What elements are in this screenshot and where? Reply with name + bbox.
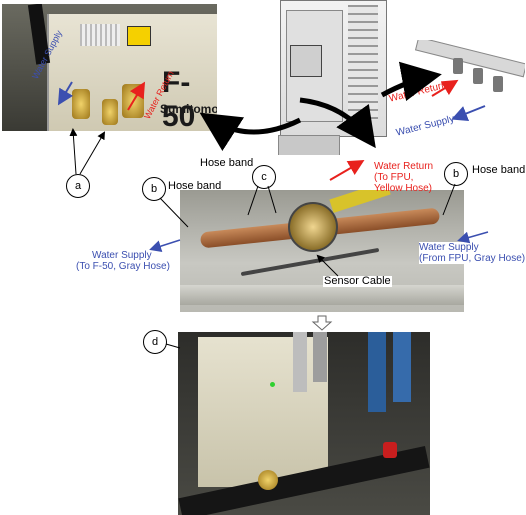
- big-arrow-to-compressor: [199, 112, 302, 152]
- sensor-cable-label: Sensor Cable: [323, 275, 392, 287]
- callout-b-left: b: [142, 177, 166, 201]
- callout-d-line: [165, 343, 181, 349]
- callout-c: c: [252, 165, 276, 189]
- manifold-valve-2: [473, 68, 483, 84]
- flow-sensor-body: [288, 202, 338, 252]
- compressor-vent: [80, 24, 120, 46]
- down-arrow: [311, 315, 333, 331]
- callout-a-line-1: [69, 128, 78, 175]
- water-supply-right-label-1: Water Supply: [419, 242, 479, 253]
- green-indicator: [270, 382, 275, 387]
- big-arrow-to-sensor: [299, 97, 376, 149]
- water-supply-left-label-1: Water Supply: [92, 250, 152, 261]
- callout-d: d: [143, 330, 167, 354]
- manifold-valve-3: [493, 76, 503, 92]
- water-return-label-3: Yellow Hose): [374, 183, 432, 194]
- water-supply-right-label-2: (From FPU, Gray Hose): [419, 253, 526, 264]
- hose-band-center-label: Hose band: [200, 157, 254, 169]
- water-supply-left-arrow: [149, 239, 181, 252]
- sensor-cable-pointer: [316, 254, 339, 277]
- sensor-rail: [180, 285, 464, 305]
- water-return-label-2: (To FPU,: [374, 172, 414, 183]
- water-supply-left-label-2: (To F-50, Gray Hose): [76, 261, 170, 272]
- manifold-valve-1: [453, 58, 463, 74]
- gray-pipe-2: [313, 332, 327, 382]
- hose-band-right-label: Hose band: [472, 164, 526, 176]
- assembled-unit-photo: [178, 332, 430, 515]
- brass-sensor: [258, 470, 278, 490]
- compressor-model-text: F-50: [162, 66, 196, 131]
- water-return-arrow: [329, 159, 365, 181]
- brass-fitting-mid: [102, 99, 118, 125]
- blue-hose-1: [368, 332, 386, 412]
- callout-c-line-1: [247, 185, 259, 216]
- callout-b-right: b: [444, 162, 468, 186]
- callout-a: a: [66, 174, 90, 198]
- callout-b-left-line: [159, 197, 189, 228]
- brass-fitting-left: [72, 89, 90, 119]
- red-connector: [383, 442, 397, 458]
- right-water-return-arrow: [431, 79, 459, 97]
- callout-a-line-2: [79, 131, 106, 175]
- flow-sensor-photo: [180, 190, 464, 312]
- water-supply-right-arrow: [457, 231, 489, 244]
- compressor-brand-text: Sumitomo: [160, 102, 217, 116]
- callout-c-line-2: [267, 185, 277, 214]
- callout-b-right-line: [442, 183, 456, 216]
- blue-hose-2: [393, 332, 411, 402]
- right-water-supply-arrow: [451, 105, 486, 121]
- hose-band-left-label: Hose band: [168, 180, 222, 192]
- cabinet-side-rack: [348, 5, 378, 120]
- top-return-arrow: [127, 81, 146, 111]
- cabinet-module: [290, 45, 322, 77]
- warning-sticker: [127, 26, 151, 46]
- top-supply-arrow: [57, 81, 74, 106]
- big-arrow-to-manifold: [380, 61, 442, 102]
- water-return-label-1: Water Return: [374, 161, 434, 172]
- gray-pipe-1: [293, 332, 307, 392]
